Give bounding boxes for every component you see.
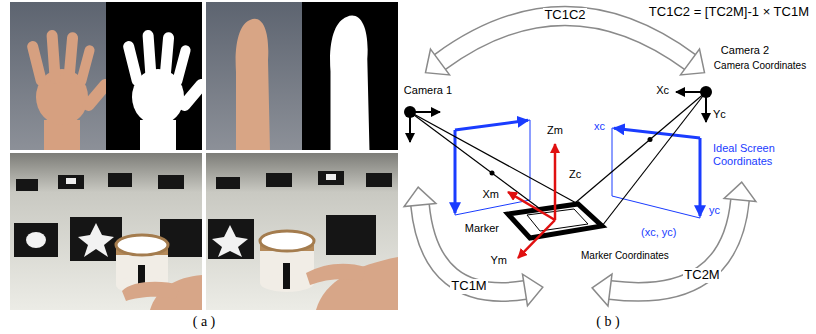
marker-scene-photo [122,282,180,301]
axis-label: Ym [490,254,509,267]
marker-scene-photo [306,264,366,285]
axis-label: Zc [568,168,582,181]
marker-scene-photo [206,153,398,310]
marker-axis [508,192,555,220]
panel-caption: ( b ) [595,314,620,330]
axis-label: Zm [546,124,564,137]
marker-scene-photo [58,175,84,189]
transform-arrow [724,182,756,201]
coordinate-label: Ideal Screen Coordinates [712,142,806,167]
axis-label: Xc [655,84,670,97]
projection-line [490,171,495,176]
transform-label: TC2M [683,268,720,283]
marker-scene-photo [116,235,168,255]
image-plane [454,130,457,213]
marker-scene-photo [14,223,58,257]
side-hand-mask [302,2,398,150]
side-hand-photo [206,2,302,150]
transform-arrow [523,274,543,306]
projection-line [602,92,706,226]
image-plane [455,120,530,215]
transform-label: TC1M [450,279,487,294]
projection-line [410,112,555,220]
image-plane [612,128,700,218]
camera-symbol [409,112,411,142]
marker-scene-photo [260,231,314,251]
transform-arrow [404,187,543,306]
transform-arrow [681,49,705,75]
transform-formula: TC1C2 = [TC2M]-1 × TC1M [648,5,810,20]
marker-scene-photo [283,263,290,289]
marker-square [527,209,588,231]
marker-scene-photo [26,232,46,248]
marker-scene-photo [10,153,202,310]
axis-label: xc [593,120,606,133]
marker-scene-photo [326,174,336,180]
transform-arrow [404,187,436,207]
camera-label: Camera 2 [720,44,770,57]
marker-scene-photo [212,225,248,257]
axis-label: Yc [712,108,727,121]
coordinate-label: Marker Coordinates [580,250,670,262]
image-plane [455,120,528,130]
point-label: (xc, yc) [640,226,677,239]
image-plane [699,138,702,216]
side-hand-photo [236,19,270,150]
hand-photo [10,2,106,150]
marker-scene-photo [208,219,254,259]
marker-scene-photo [366,173,392,187]
marker-scene-photo [78,223,114,257]
marker-axis [508,144,555,258]
projection-line [410,112,578,204]
hand-mask [122,30,202,150]
marker-scene-photo [66,178,76,184]
marker-scene-photo [216,177,240,189]
transform-arrow [610,200,740,292]
marker-scene-photo [16,179,38,191]
marker-scene-photo [10,153,202,310]
transform-arrow [592,182,756,306]
camera-label: Camera 1 [403,84,453,97]
marker-scene-photo [326,215,376,255]
camera-symbol [676,91,706,93]
hand-photo [26,30,106,150]
axis-label: Xm [482,188,501,201]
axis-label: yc [708,204,721,217]
panel-caption: ( a ) [192,314,217,330]
transform-arrow [592,274,612,306]
marker-scene-photo [70,217,122,261]
camera-symbol [705,92,707,122]
projection-line [648,137,653,142]
transform-arrow [426,16,705,75]
transform-label: TC1C2 [543,8,586,23]
transform-arrow [610,200,740,292]
marker-scene-photo [318,171,344,185]
marker-axis [518,220,555,258]
projection-line [555,92,706,220]
marker-scene-photo [206,153,398,310]
marker-scene-photo [108,173,132,187]
part-label: Marker [464,222,500,235]
camera-symbol [410,111,440,113]
transform-arrow [426,49,450,75]
marker-axis [554,144,557,220]
hand-mask [106,2,202,150]
side-hand-mask [330,16,370,150]
coordinate-label: Camera Coordinates [713,60,807,72]
marker-scene-photo [158,175,184,189]
marker-scene-photo [266,173,292,187]
